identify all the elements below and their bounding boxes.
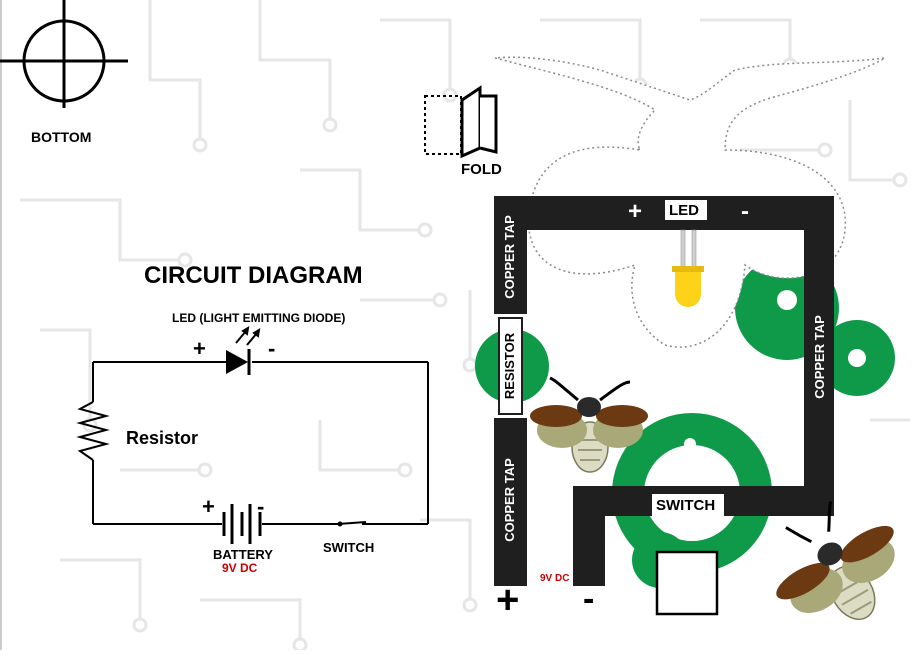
led-symbol — [226, 326, 261, 375]
switch-label: SWITCH — [323, 540, 375, 555]
battery-voltage-label: 9V DC — [222, 561, 258, 575]
template-voltage-label: 9V DC — [540, 573, 570, 584]
template-plus-terminal: + — [496, 578, 520, 622]
resistor-label: Resistor — [126, 428, 199, 448]
copper-tap-label-top: COPPER TAP — [502, 215, 517, 299]
fold-label: FOLD — [461, 161, 502, 178]
template-led-plus: + — [628, 198, 643, 225]
firefly-icon — [530, 376, 648, 473]
switch-button-square — [655, 550, 719, 616]
battery-label: BATTERY — [213, 547, 273, 562]
led-label-box — [665, 200, 707, 220]
battery-symbol — [222, 504, 262, 544]
battery-plus-label: + — [202, 494, 215, 519]
template-minus-terminal: - — [583, 580, 595, 618]
led-component-icon — [672, 229, 704, 307]
circuit-schematic — [92, 361, 429, 525]
template-led-label: LED — [669, 202, 699, 219]
switch-symbol — [337, 521, 367, 527]
led-minus-label: - — [268, 336, 276, 361]
registration-crosshair-icon — [0, 0, 128, 108]
diagram-title: CIRCUIT DIAGRAM — [144, 262, 363, 289]
bottom-label: BOTTOM — [31, 129, 92, 145]
copper-tap-label-left: COPPER TAP — [502, 458, 517, 542]
template-switch-label: SWITCH — [656, 497, 716, 514]
led-plus-label: + — [193, 336, 206, 361]
fold-icon — [424, 85, 498, 159]
battery-minus-label: - — [257, 494, 265, 519]
resistor-symbol — [76, 401, 110, 461]
background-circuit-traces — [20, 0, 910, 640]
switch-label-box — [652, 494, 724, 516]
led-full-label: LED (LIGHT EMITTING DIODE) — [172, 311, 346, 325]
template-resistor-label: RESISTOR — [502, 332, 517, 400]
firefly-icon — [776, 500, 895, 620]
resistor-label-box — [498, 317, 523, 415]
template-led-minus: - — [741, 198, 749, 225]
copper-tap-label-right: COPPER TAP — [812, 315, 827, 399]
